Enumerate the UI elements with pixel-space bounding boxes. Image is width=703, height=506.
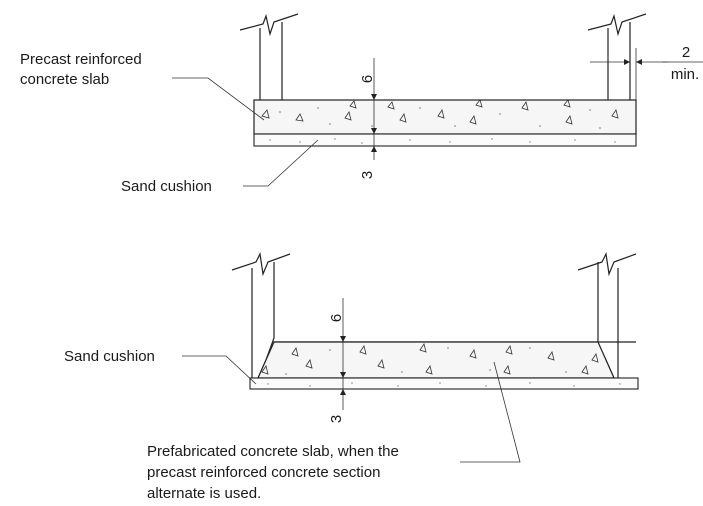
bottom-precast-slab xyxy=(257,341,615,379)
bottom-note-line2: precast reinforced concrete section xyxy=(147,464,380,481)
top-gap-dimension xyxy=(590,48,703,100)
top-precast-slab xyxy=(253,99,637,135)
bottom-detail: 6 3 Sand cushion Prefabricated concrete … xyxy=(64,252,639,502)
bottom-sand-stipple xyxy=(267,382,621,387)
top-sand-leader xyxy=(243,139,319,187)
bottom-sand-label: Sand cushion xyxy=(64,348,155,365)
bottom-sand-cushion xyxy=(249,377,639,390)
bottom-note-line3: alternate is used. xyxy=(147,485,261,502)
bottom-note-line1: Prefabricated concrete slab, when the xyxy=(147,443,399,460)
top-slab-leader xyxy=(172,77,265,121)
top-sand-cushion xyxy=(253,133,637,147)
bottom-sand-leader xyxy=(182,355,257,385)
top-left-wall xyxy=(239,13,299,100)
top-dim-slab: 6 xyxy=(359,75,376,83)
top-dim-gap-value: 2 xyxy=(682,44,690,61)
top-detail: 6 3 2 min. Precast reinforced concrete s… xyxy=(20,13,703,195)
top-right-wall xyxy=(587,13,647,100)
top-sand-stipple xyxy=(269,138,616,144)
bottom-vertical-dimension xyxy=(340,298,346,410)
top-slab-aggregate xyxy=(261,99,619,129)
bottom-dim-sand: 3 xyxy=(328,415,345,423)
top-dim-gap-unit: min. xyxy=(671,66,699,83)
top-slab-label-line1: Precast reinforced xyxy=(20,51,142,68)
bottom-slab-aggregate xyxy=(261,343,599,375)
top-dim-sand: 3 xyxy=(359,171,376,179)
bottom-dim-slab: 6 xyxy=(328,314,345,322)
top-slab-label-line2: concrete slab xyxy=(20,71,109,88)
top-sand-label: Sand cushion xyxy=(121,178,212,195)
bottom-note-leader xyxy=(460,361,521,463)
top-vertical-dimension xyxy=(371,58,377,160)
